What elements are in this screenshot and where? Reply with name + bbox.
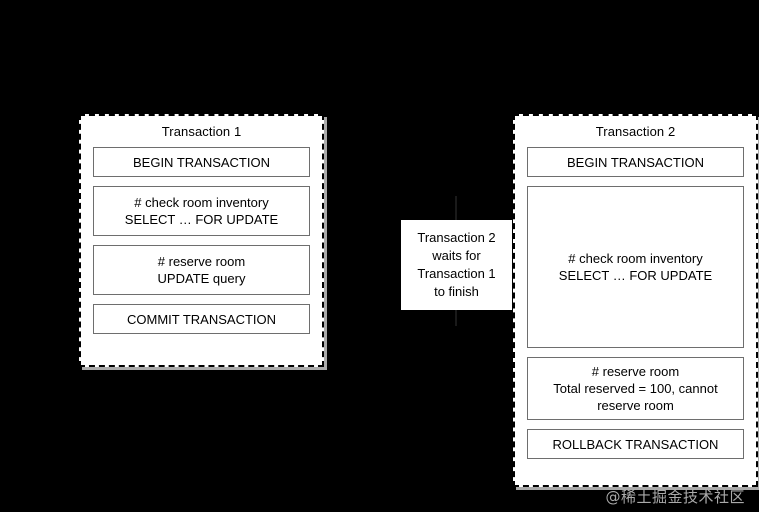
transaction-2-steps: BEGIN TRANSACTION # check room inventory… — [515, 147, 756, 469]
watermark: @稀土掘金技术社区 — [605, 488, 745, 506]
tx2-reserve-line-2: Total reserved = 100, cannot — [553, 381, 718, 396]
transaction-2-title: Transaction 2 — [595, 124, 676, 139]
tx2-reserve-line-1: # reserve room — [591, 364, 680, 379]
tx1-select-line-2: SELECT … FOR UPDATE — [124, 212, 279, 227]
wait-label-line-4: to finish — [434, 284, 479, 299]
transaction-2-waits-label: Transaction 2 waits for Transaction 1 to… — [401, 220, 512, 310]
tx1-check-room-inventory-box: # check room inventory SELECT … FOR UPDA… — [93, 186, 310, 236]
tx1-reserve-line-2: UPDATE query — [157, 271, 246, 286]
wait-label-line-2: waits for — [432, 248, 481, 263]
wait-label-line-3: Transaction 1 — [417, 266, 496, 281]
transaction-1-panel: Transaction 1 BEGIN TRANSACTION # check … — [79, 114, 324, 367]
tx2-rollback-transaction-box: ROLLBACK TRANSACTION — [527, 429, 744, 459]
tx2-reserve-room-failed-box: # reserve room Total reserved = 100, can… — [527, 357, 744, 420]
tx2-reserve-line-3: reserve room — [597, 398, 674, 413]
transaction-1-steps: BEGIN TRANSACTION # check room inventory… — [81, 147, 322, 344]
tx1-commit-line-1: COMMIT TRANSACTION — [126, 311, 277, 327]
wait-label-line-1: Transaction 2 — [417, 230, 496, 245]
transaction-1-title: Transaction 1 — [161, 124, 242, 139]
tx1-commit-transaction-box: COMMIT TRANSACTION — [93, 304, 310, 334]
tx1-begin-transaction-box: BEGIN TRANSACTION — [93, 147, 310, 177]
tx2-begin-transaction-box: BEGIN TRANSACTION — [527, 147, 744, 177]
tx2-select-line-2: SELECT … FOR UPDATE — [558, 268, 713, 283]
tx2-begin-line-1: BEGIN TRANSACTION — [566, 154, 704, 170]
tx2-rollback-line-1: ROLLBACK TRANSACTION — [552, 436, 719, 452]
tx1-reserve-room-box: # reserve room UPDATE query — [93, 245, 310, 295]
tx1-begin-line-1: BEGIN TRANSACTION — [132, 154, 270, 170]
tx2-check-room-inventory-box: # check room inventory SELECT … FOR UPDA… — [527, 186, 744, 348]
transaction-2-panel: Transaction 2 BEGIN TRANSACTION # check … — [513, 114, 758, 487]
tx2-select-line-1: # check room inventory — [568, 251, 703, 266]
tx1-reserve-line-1: # reserve room — [157, 254, 246, 269]
tx1-select-line-1: # check room inventory — [134, 195, 269, 210]
